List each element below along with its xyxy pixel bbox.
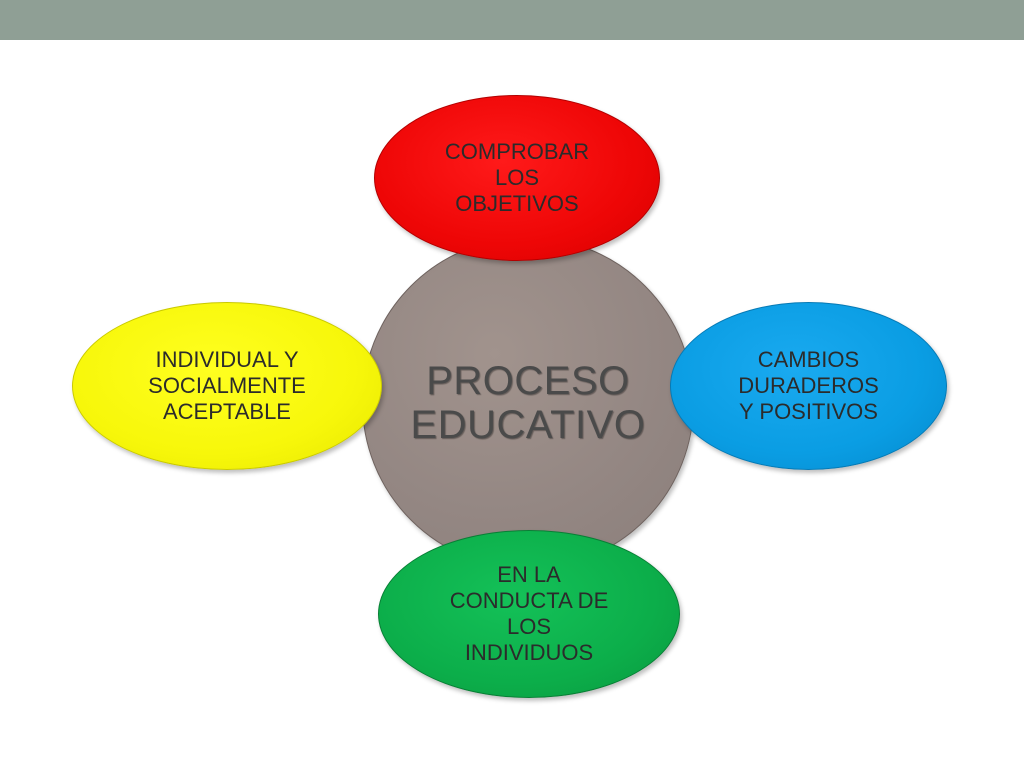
top-ellipse-label: COMPROBAR LOS OBJETIVOS: [444, 139, 590, 216]
left-ellipse-label: INDIVIDUAL Y SOCIALMENTE ACEPTABLE: [148, 347, 306, 424]
top-ellipse: COMPROBAR LOS OBJETIVOS: [374, 95, 660, 261]
bottom-ellipse: EN LA CONDUCTA DE LOS INDIVIDUOS: [378, 530, 680, 698]
bottom-ellipse-label: EN LA CONDUCTA DE LOS INDIVIDUOS: [449, 562, 609, 665]
right-ellipse: CAMBIOS DURADEROS Y POSITIVOS: [670, 302, 947, 470]
center-circle: PROCESO EDUCATIVO: [362, 237, 694, 569]
left-ellipse: INDIVIDUAL Y SOCIALMENTE ACEPTABLE: [72, 302, 382, 470]
slide-top-bar: [0, 0, 1024, 40]
right-ellipse-label: CAMBIOS DURADEROS Y POSITIVOS: [738, 347, 879, 424]
center-label: PROCESO EDUCATIVO: [410, 359, 646, 447]
